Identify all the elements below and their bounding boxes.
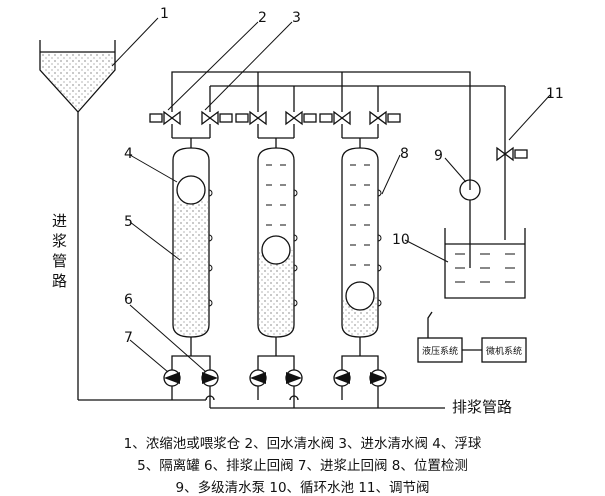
label-8: 8	[400, 146, 409, 162]
regulating-valve	[496, 146, 528, 162]
inlet-pipe-label: 进 浆 管 路	[52, 212, 67, 290]
outlet-pipe-line	[205, 395, 445, 409]
legend-line-1: 1、浓缩池或喂浆仓 2、回水清水阀 3、进水清水阀 4、浮球	[123, 436, 482, 452]
inlet-char-3: 管	[52, 252, 67, 270]
label-6: 6	[124, 292, 133, 308]
control-systems: 液压系统 微机系统	[417, 311, 527, 363]
valve-group-tank1	[149, 100, 233, 139]
legend-line-2: 5、隔离罐 6、排浆止回阀 7、进浆止回阀 8、位置检测	[137, 458, 468, 474]
label-1: 1	[160, 6, 169, 22]
label-3: 3	[292, 10, 301, 26]
inlet-char-4: 路	[52, 272, 67, 290]
label-5: 5	[124, 214, 133, 230]
top-header-pipe	[171, 71, 506, 240]
outlet-pipe-label: 排浆管路	[452, 398, 512, 416]
inlet-char-2: 浆	[52, 232, 67, 250]
label-4: 4	[124, 146, 133, 162]
microcomputer-system-label: 微机系统	[486, 345, 522, 357]
isolation-tank-3	[341, 138, 379, 356]
position-sensors	[208, 189, 382, 307]
circulation-pool	[444, 228, 526, 299]
legend-line-3: 9、多级清水泵 10、循环水池 11、调节阀	[175, 480, 430, 496]
label-9: 9	[434, 148, 443, 164]
feed-hopper	[39, 40, 116, 400]
valve-group-tank3	[319, 100, 401, 139]
isolation-tank-2	[257, 138, 295, 356]
label-2: 2	[258, 10, 267, 26]
bottom-check-valves	[163, 355, 387, 408]
leader-lines	[111, 17, 551, 373]
label-10: 10	[392, 232, 410, 248]
isolation-tank-1	[172, 138, 210, 356]
label-7: 7	[124, 330, 133, 346]
hydraulic-system-label: 液压系统	[422, 345, 458, 357]
valve-group-tank2	[235, 100, 317, 139]
label-11: 11	[546, 86, 564, 102]
inlet-char-1: 进	[52, 212, 67, 230]
multistage-pump	[459, 179, 481, 268]
